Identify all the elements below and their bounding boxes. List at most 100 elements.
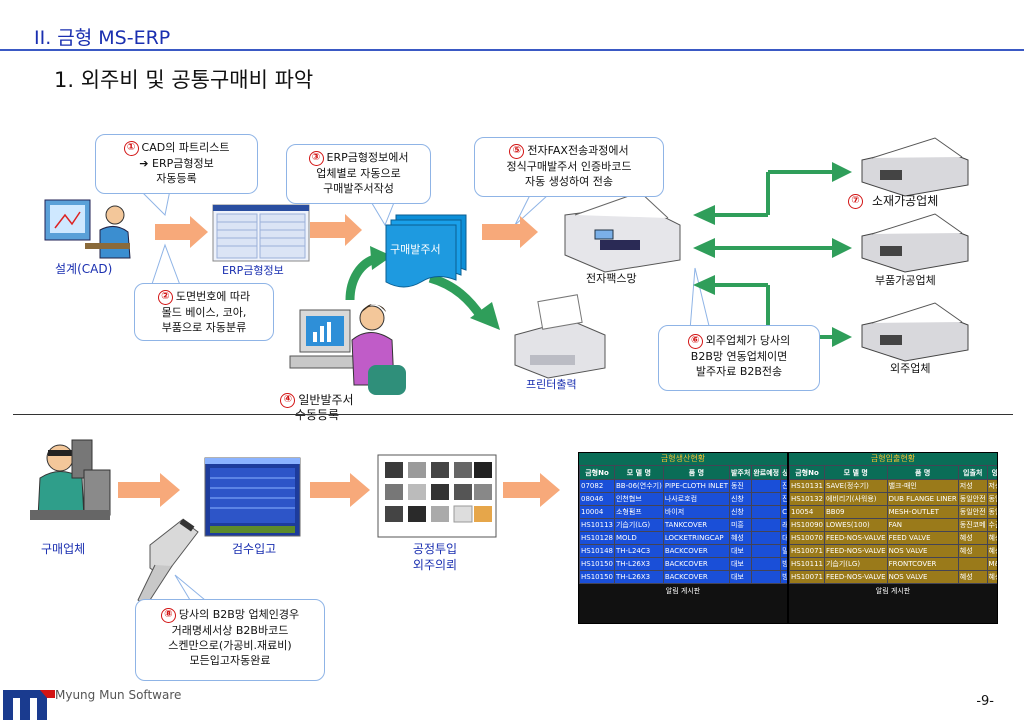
table-cell: HS10111 bbox=[789, 557, 825, 571]
section-title: II. 금형 MS-ERP bbox=[34, 27, 171, 49]
table-cell: 혜성 bbox=[986, 544, 997, 558]
table-cell: 신창 bbox=[728, 505, 753, 519]
callout2-tail bbox=[149, 243, 181, 291]
table-cell: FEED-NOS-VALVE bbox=[823, 544, 888, 558]
panel-left-footer: 알림 게시판 bbox=[665, 587, 701, 595]
column-header: 상 태 bbox=[780, 465, 787, 480]
table-cell: 기습기(LG) bbox=[613, 518, 664, 532]
table-row[interactable]: 08046인천협브나사로호컴신창진행 bbox=[579, 492, 787, 506]
table-cell: 방전 bbox=[780, 570, 787, 584]
table-cell: TH-L26X3 bbox=[613, 557, 664, 571]
callout6-line3: 발주자료 B2B전송 bbox=[695, 364, 783, 378]
callout6-line1: 외주업체가 당사의 bbox=[705, 334, 791, 347]
erp-label: ERP금형정보 bbox=[222, 264, 284, 277]
panel-right-footer: 알림 게시판 bbox=[875, 587, 911, 595]
table-cell: SAVE(정수기) bbox=[823, 479, 888, 493]
table-cell: BACKCOVER bbox=[662, 570, 730, 584]
page-subtitle: 1. 외주비 및 공통구매비 파악 bbox=[54, 68, 314, 92]
table-row[interactable]: HS10128MOLDLOCKETRINGCAP혜성대기 bbox=[579, 531, 787, 545]
process-image-sheet bbox=[377, 454, 497, 538]
step1-badge: ① bbox=[123, 140, 139, 156]
table-cell: FEED-NOS-VALVE bbox=[823, 570, 888, 584]
table-cell: 에비리기(사워용) bbox=[823, 492, 888, 506]
callout1-line3: 자동등록 bbox=[156, 171, 197, 185]
table-cell: LOWES(100) bbox=[823, 518, 888, 532]
table-cell: 동일안전 bbox=[986, 492, 997, 506]
table-cell: HS10131 bbox=[789, 479, 825, 493]
table-cell: NOS VALVE bbox=[886, 570, 959, 584]
barcode-scanner-illustration bbox=[137, 518, 199, 604]
printer-illustration bbox=[514, 294, 606, 379]
table-cell: 신창 bbox=[728, 492, 753, 506]
purchase-order-stack bbox=[385, 214, 467, 288]
table-row[interactable]: 10004소형펌프바이저신창CNC bbox=[579, 505, 787, 519]
po-label: 구매발주서 bbox=[390, 243, 441, 256]
table-cell: 소형펌프 bbox=[613, 505, 664, 519]
callout8-line4: 모든입고자동완료 bbox=[189, 653, 271, 667]
table-cell: 10004 bbox=[579, 505, 615, 519]
callout5-line2: 정식구매발주서 인증바코드 bbox=[506, 159, 632, 173]
printer-label: 프린터출력 bbox=[526, 378, 577, 391]
arrow-po-to-printer bbox=[428, 273, 486, 321]
column-header: 금형No bbox=[789, 465, 825, 480]
step8-badge: ⑧ bbox=[160, 607, 176, 623]
table-cell: 미흥 bbox=[728, 518, 753, 532]
table-cell: BACKCOVER bbox=[662, 557, 730, 571]
table-cell: 동진코메 bbox=[957, 518, 988, 532]
table-cell bbox=[751, 570, 782, 584]
callout1-line1: CAD의 파트리스트 bbox=[141, 141, 230, 154]
column-header: 발주처 bbox=[728, 465, 753, 480]
company-name: Myung Mun Software bbox=[55, 688, 182, 702]
table-cell: 혜성 bbox=[986, 570, 997, 584]
vendor1-label: 소재가공업체 bbox=[872, 194, 939, 208]
table-cell: 혜성 bbox=[728, 531, 753, 545]
step4-badge: ④ bbox=[280, 393, 296, 408]
table-cell: TH-L26X3 bbox=[613, 570, 664, 584]
table-cell: 대보 bbox=[728, 570, 753, 584]
table-cell bbox=[751, 492, 782, 506]
table-cell: 혜성 bbox=[957, 570, 988, 584]
table-cell: 10054 bbox=[789, 505, 825, 519]
table-cell bbox=[751, 518, 782, 532]
table-cell: 대기 bbox=[780, 531, 787, 545]
inspection-screen-thumbnail bbox=[204, 457, 301, 537]
fax-machine-2 bbox=[861, 213, 969, 273]
table-cell: HS10150 bbox=[579, 570, 615, 584]
table-cell: 혜성 bbox=[986, 531, 997, 545]
table-cell: 래핑 bbox=[780, 518, 787, 532]
table-cell: BACKCOVER bbox=[662, 544, 730, 558]
table-cell: FAN bbox=[886, 518, 959, 532]
table-cell: 나사로호컴 bbox=[662, 492, 730, 506]
table-cell: FEED VALVE bbox=[886, 531, 959, 545]
table-cell: TANKCOVER bbox=[662, 518, 730, 532]
table-cell: 07082 bbox=[579, 479, 615, 493]
table-cell: HS10070 bbox=[789, 531, 825, 545]
fax-machine-1 bbox=[861, 137, 969, 197]
column-header: 모 델 명 bbox=[613, 465, 664, 480]
table-cell: 혜성 bbox=[957, 544, 988, 558]
table-cell: 동일안전 bbox=[957, 492, 988, 506]
arrow-process-to-status bbox=[503, 473, 560, 507]
table-cell bbox=[751, 557, 782, 571]
table-cell: HS10071 bbox=[789, 570, 825, 584]
step5-badge: ⑤ bbox=[509, 143, 525, 159]
